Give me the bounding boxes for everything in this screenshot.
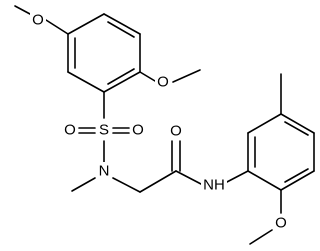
bond-ch2-c	[139, 170, 177, 193]
bonds	[14, 5, 315, 245]
bond-c-nh	[175, 170, 202, 185]
bond-ring2-b	[247, 113, 282, 134]
bond-o-methyl-right	[172, 69, 201, 83]
bond-ring2-f	[247, 170, 282, 191]
bond-methyl-o-top	[14, 5, 31, 15]
atom-o-methoxy-bottom: O	[275, 215, 287, 232]
bond-nh-ring2	[224, 170, 249, 184]
bond-ring1-e	[67, 71, 105, 93]
bond-ring-o-right	[139, 71, 156, 82]
bond-ring2-inner-2	[284, 121, 309, 136]
bond-ring1-inner-2	[107, 68, 135, 85]
atom-o-sulfonyl-right: O	[132, 122, 144, 139]
atom-o-sulfonyl-left: O	[64, 122, 76, 139]
bond-n-methyl	[71, 177, 96, 192]
atom-n-sulfonamide: N	[99, 163, 110, 180]
bond-o-ring-top	[45, 19, 69, 35]
bond-ring1-inner-1	[107, 21, 135, 38]
atom-labels: O O O S O O N NH O	[30, 11, 289, 232]
bond-ring1-b	[103, 13, 141, 35]
atom-o-methoxy-top: O	[32, 12, 44, 29]
bond-ring1-a	[67, 13, 105, 35]
atom-s-sulfonyl: S	[99, 122, 109, 139]
bond-o-methyl-bottom	[249, 229, 273, 245]
bond-ring2-c	[280, 113, 315, 134]
bond-n-ch2	[112, 177, 141, 193]
bond-ring2-inner-3	[284, 168, 309, 183]
bond-ring1-d	[103, 71, 141, 93]
atom-o-carbonyl: O	[170, 123, 182, 140]
atom-o-methoxy-right: O	[157, 74, 169, 91]
atom-nh-amide: NH	[203, 177, 225, 194]
bond-ring2-e	[280, 170, 315, 191]
